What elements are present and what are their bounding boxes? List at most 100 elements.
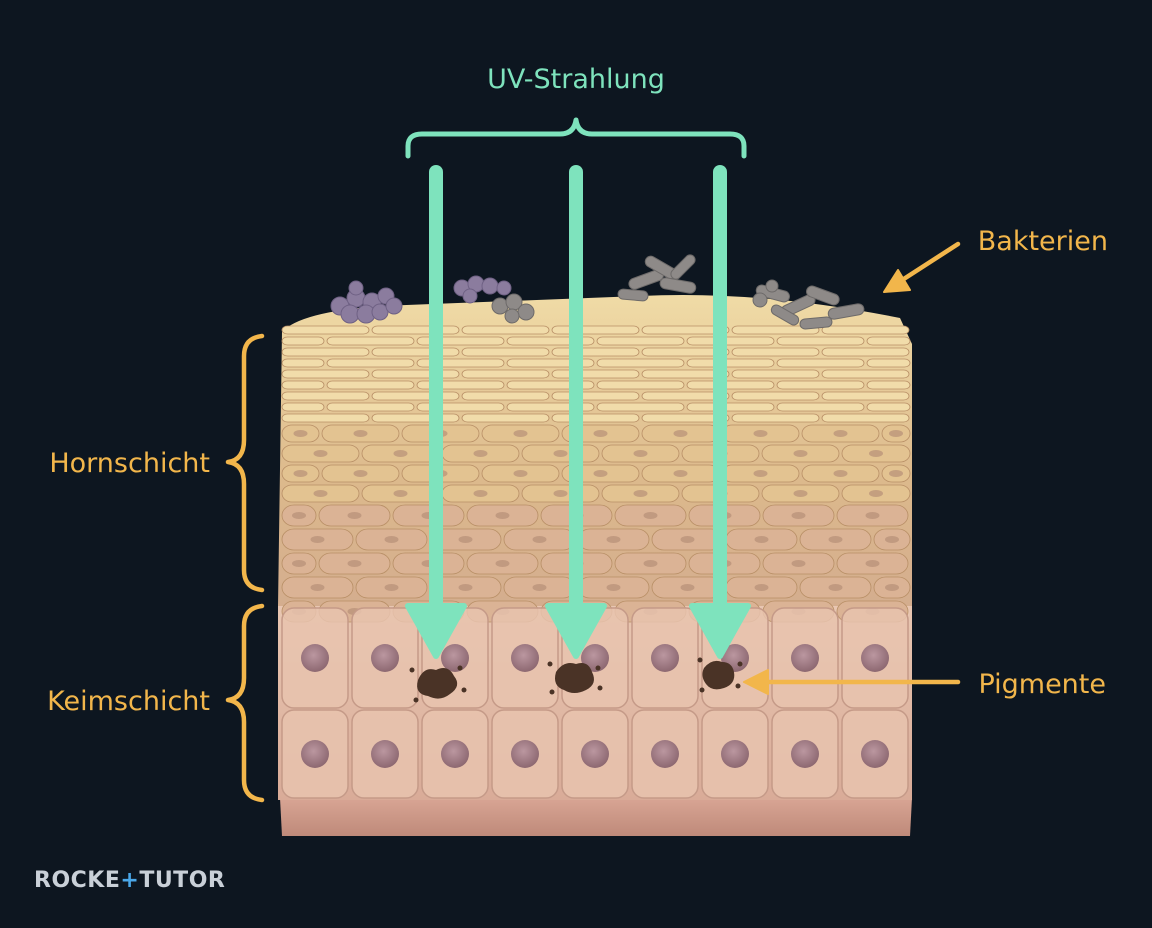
horn-cell — [776, 358, 865, 368]
logo-left: ROCKE — [34, 868, 121, 893]
horn-cell — [686, 358, 775, 368]
horn-cell — [281, 369, 370, 379]
horn-cell-nucleus — [513, 430, 528, 437]
mixed-cluster — [491, 293, 535, 324]
horn-cell — [776, 336, 865, 346]
germ-cell-nucleus — [861, 644, 889, 672]
horn-cell-nucleus — [495, 512, 510, 519]
horn-cell-nucleus — [347, 560, 362, 567]
horn-cell-nucleus — [593, 430, 608, 437]
horn-cell — [281, 380, 325, 390]
horn-cell — [461, 413, 550, 423]
horn-cell — [551, 347, 640, 357]
horn-cell-nucleus — [553, 450, 568, 457]
horn-cell-nucleus — [793, 490, 808, 497]
horn-cell-nucleus — [885, 536, 899, 543]
horn-cell-nucleus — [889, 470, 903, 477]
uv-label: UV-Strahlung — [487, 64, 665, 95]
horn-cell — [326, 402, 415, 412]
horn-cell-nucleus — [633, 490, 648, 497]
horn-layer-brace — [225, 333, 265, 593]
horn-cell — [821, 369, 910, 379]
horn-cell-nucleus — [532, 536, 547, 543]
horn-cell-nucleus — [869, 490, 883, 497]
pigment-3 — [702, 660, 735, 690]
horn-cell-nucleus — [310, 536, 325, 543]
horn-cell-nucleus — [606, 536, 621, 543]
germ-cell-nucleus — [371, 740, 399, 768]
uv-arrows — [405, 165, 751, 659]
skin-block — [278, 294, 912, 836]
bacteria-group — [330, 254, 865, 330]
pigments-label: Pigmente — [978, 669, 1106, 700]
horn-cell-nucleus — [513, 470, 528, 477]
pigment-1 — [417, 668, 458, 699]
horn-cell — [866, 336, 911, 346]
horn-cell — [731, 347, 820, 357]
pigment-pointer — [743, 669, 961, 695]
horn-cell — [821, 391, 910, 401]
horn-cell-nucleus — [885, 584, 899, 591]
germ-cell-nucleus — [791, 644, 819, 672]
horn-cell — [371, 325, 460, 335]
bacteria-label: Bakterien — [978, 226, 1108, 257]
horn-cell — [326, 380, 415, 390]
horn-cell-nucleus — [347, 512, 362, 519]
rod-cluster-1 — [617, 254, 697, 302]
horn-cell-nucleus — [353, 470, 368, 477]
horn-cell-nucleus — [643, 512, 658, 519]
horn-cell-nucleus — [293, 470, 308, 477]
horn-cell — [371, 413, 460, 423]
horn-cell-nucleus — [292, 560, 306, 567]
horn-cell — [731, 369, 820, 379]
horn-cell-nucleus — [865, 560, 880, 567]
horn-layer-label: Hornschicht — [49, 448, 210, 479]
horn-cell-nucleus — [532, 584, 547, 591]
horn-cell — [371, 347, 460, 357]
horn-cell — [461, 325, 550, 335]
germ-cell-nucleus — [511, 644, 539, 672]
horn-cell-nucleus — [633, 450, 648, 457]
horn-cell — [641, 325, 730, 335]
horn-cell — [461, 391, 550, 401]
base-membrane — [280, 798, 912, 836]
uv-arrowhead-3 — [689, 603, 751, 659]
horn-cell-nucleus — [313, 450, 328, 457]
bacteria-pointer — [883, 241, 961, 293]
horn-cell-nucleus — [473, 490, 488, 497]
horn-cell-nucleus — [473, 450, 488, 457]
germ-cell-nucleus — [721, 740, 749, 768]
pigment-dots — [409, 657, 743, 703]
horn-cells — [281, 325, 911, 623]
horn-cell — [281, 391, 370, 401]
horn-cell-nucleus — [458, 536, 473, 543]
germ-cell-nucleus — [791, 740, 819, 768]
horn-cell — [821, 325, 910, 335]
uv-brace — [405, 117, 747, 159]
horn-cell — [281, 347, 370, 357]
horn-cell — [686, 336, 775, 346]
horn-cell — [731, 413, 820, 423]
horn-cell-nucleus — [869, 450, 883, 457]
horn-cell — [641, 347, 730, 357]
germ-cell-nucleus — [651, 740, 679, 768]
uv-arrowhead-2 — [545, 603, 607, 659]
logo-right: TUTOR — [139, 868, 226, 893]
horn-cell — [281, 325, 370, 335]
germ-cell-nucleus — [861, 740, 889, 768]
horn-cell-nucleus — [458, 584, 473, 591]
horn-cell-nucleus — [293, 430, 308, 437]
horn-cell — [686, 380, 775, 390]
horn-cell — [596, 336, 685, 346]
horn-cell-nucleus — [833, 470, 848, 477]
horn-cell-nucleus — [553, 490, 568, 497]
germ-cell-nucleus — [581, 644, 609, 672]
horn-cell-nucleus — [313, 490, 328, 497]
horn-cell-nucleus — [353, 430, 368, 437]
horn-cell-nucleus — [753, 430, 768, 437]
horn-cell-nucleus — [673, 430, 688, 437]
horn-cell — [281, 336, 325, 346]
germ-cell-nucleus — [301, 644, 329, 672]
horn-cell — [866, 402, 911, 412]
horn-cell-nucleus — [865, 512, 880, 519]
